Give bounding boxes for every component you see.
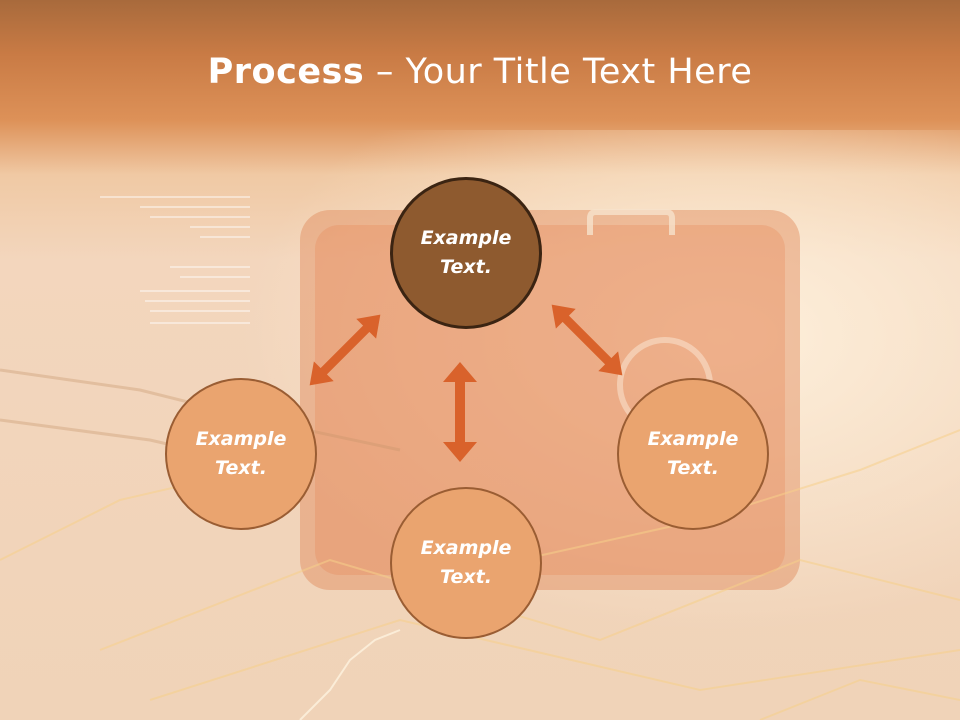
double-arrow-icon [443,362,477,462]
double-arrow-icon [551,304,623,376]
bottom-node-label: Example Text. [420,537,512,588]
title-bold: Process [207,52,365,92]
left-node: Example Text. [165,378,317,530]
slide-title: Process – Your Title Text Here [0,52,960,92]
title-rest: – Your Title Text Here [364,52,753,92]
center-node-label: Example Text. [420,227,512,278]
right-node-label: Example Text. [647,428,739,479]
double-arrow-icon [309,314,381,386]
briefcase-handle [587,209,675,235]
center-node: Example Text. [390,177,542,329]
bottom-node: Example Text. [390,487,542,639]
right-node: Example Text. [617,378,769,530]
left-node-label: Example Text. [195,428,287,479]
